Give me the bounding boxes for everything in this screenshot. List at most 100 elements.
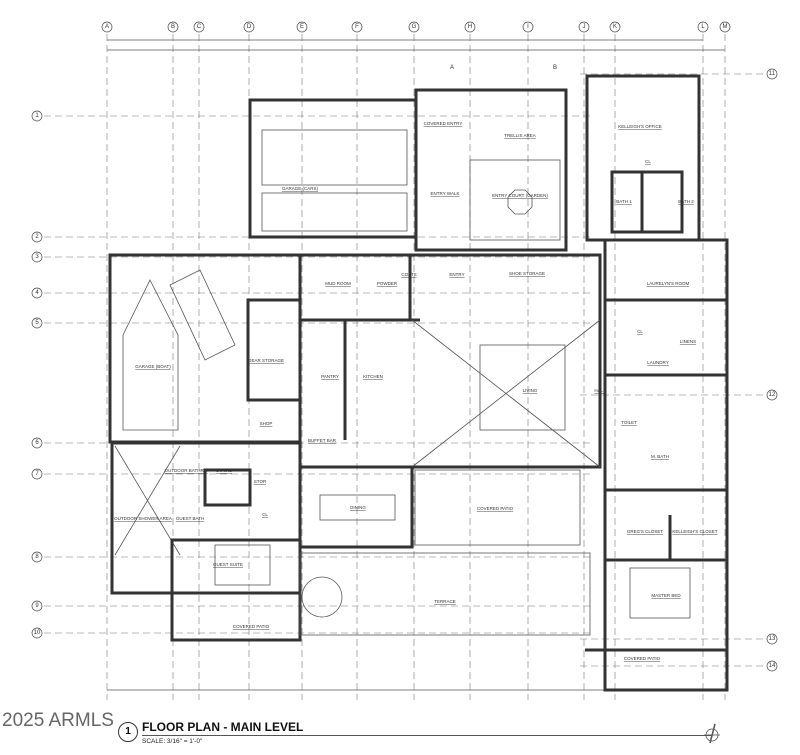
grid-label-col: J — [583, 24, 586, 30]
grid-label-col: I — [527, 24, 529, 30]
room-label: BATH 2 — [678, 199, 694, 204]
grid-bubble — [31, 231, 43, 243]
grid-bubble — [31, 468, 43, 480]
grid-bubble — [766, 633, 778, 645]
watermark: 2025 ARMLS — [2, 710, 114, 731]
room-label: ENTRY WALK — [431, 191, 460, 196]
central-walls — [298, 253, 602, 469]
room-label: GARAGE (CARS) — [282, 186, 319, 191]
room-label: STAIRS — [216, 468, 232, 473]
title-rule — [142, 735, 712, 736]
grid-label-row: 14 — [769, 663, 776, 669]
grid-bubble — [31, 600, 43, 612]
grid-bubble — [31, 287, 43, 299]
right-wing-walls — [603, 238, 729, 692]
grid-label-row: 8 — [35, 554, 39, 560]
plan-title: FLOOR PLAN - MAIN LEVEL — [142, 720, 304, 734]
grid-label-col: K — [613, 24, 617, 30]
grid-label-col: G — [412, 24, 417, 30]
room-label: GEAR STORAGE — [248, 358, 284, 363]
grid-label-col: E — [300, 24, 304, 30]
grid-label-col: F — [355, 24, 359, 30]
grid-label-col: D — [247, 24, 252, 30]
grid-bubble — [609, 21, 621, 33]
room-label: BATH 1 — [616, 199, 632, 204]
grid-label-row: 1 — [35, 113, 39, 119]
room-label: COVERED PATIO — [477, 506, 514, 511]
grid-label-col: M — [723, 24, 728, 30]
room-label: LIVING — [523, 388, 538, 393]
walls — [108, 74, 729, 692]
grid-label-row: 4 — [35, 290, 39, 296]
room-label: ENTRY — [449, 272, 464, 277]
dining-walls — [298, 465, 414, 549]
grid-bubble — [243, 21, 255, 33]
room-label: KELLEIGH'S OFFICE — [618, 124, 662, 129]
grid-bubble — [697, 21, 709, 33]
grid-bubble — [31, 317, 43, 329]
room-label: M. BATH — [651, 454, 669, 459]
section-markers: A B — [450, 65, 557, 71]
grid-label-row: 2 — [35, 234, 39, 240]
room-label: MUD ROOM — [325, 281, 351, 286]
grid-label-col: C — [197, 24, 202, 30]
room-label: GUEST SUITE — [213, 562, 243, 567]
room-label: ENTRY COURT (GARDEN) — [492, 193, 548, 198]
room-label: CL — [645, 159, 651, 164]
grid-label-row: 3 — [35, 254, 39, 260]
room-label: TERRACE — [434, 599, 456, 604]
grid-label-row: 7 — [35, 471, 39, 477]
grid-bubble — [296, 21, 308, 33]
grid-bubble — [31, 110, 43, 122]
grid-label-row: 6 — [35, 440, 39, 446]
grid-bubble — [31, 627, 43, 639]
room-label: KELLEIGH'S CLOSET — [672, 529, 717, 534]
grid-bubble — [766, 68, 778, 80]
boat-garage-walls — [108, 253, 302, 444]
room-label: OUTDOOR BATHRM — [165, 468, 208, 473]
grid-label-col: A — [105, 24, 109, 30]
room-label: COVERED PATIO — [624, 656, 661, 661]
grid-bubble — [193, 21, 205, 33]
grid-bubble — [464, 21, 476, 33]
grid-bubble — [766, 660, 778, 672]
room-label: PANTRY — [321, 374, 339, 379]
room-label: LINENS — [680, 339, 696, 344]
room-label: DINING — [350, 505, 366, 510]
grid-label-row: 5 — [35, 320, 39, 326]
room-label: MASTER BED — [651, 593, 681, 598]
north-arrow-icon — [704, 723, 720, 744]
room-label: LAURELYN'S ROOM — [647, 281, 690, 286]
grid-bubble — [351, 21, 363, 33]
room-label: OUTDOOR SHOWER AREA — [114, 516, 172, 521]
grid-label-row: 10 — [34, 630, 41, 636]
grid-bubble — [101, 21, 113, 33]
grid-bubble — [31, 551, 43, 563]
room-label: CL — [637, 329, 643, 334]
section-marker-a: A — [450, 65, 454, 71]
plan-scale: SCALE: 3/16" = 1'-0" — [142, 738, 203, 745]
grid-bubble — [408, 21, 420, 33]
grid-label-row: 11 — [769, 71, 776, 77]
room-label: CL — [262, 512, 268, 517]
room-label: SHOE STORAGE — [509, 271, 545, 276]
room-label: TRELLIS AREA — [504, 133, 536, 138]
room-label: TOILET — [621, 420, 637, 425]
spiral-stair — [301, 576, 343, 618]
room-label: COATS — [401, 272, 416, 277]
room-label: STOR — [254, 479, 267, 484]
grid-label-row: 9 — [35, 603, 39, 609]
grid-bubble — [31, 437, 43, 449]
room-label: SHOP — [260, 421, 273, 426]
grid-bubble — [167, 21, 179, 33]
grid-bubble — [766, 389, 778, 401]
room-label: POWDER — [377, 281, 398, 286]
room-label: GARAGE (BOAT) — [135, 364, 171, 369]
grid-label-col: H — [468, 24, 472, 30]
grid-label-col: L — [701, 24, 705, 30]
entry-court-walls — [414, 88, 568, 252]
view-number: 1 — [118, 722, 138, 742]
grid-bubble — [578, 21, 590, 33]
